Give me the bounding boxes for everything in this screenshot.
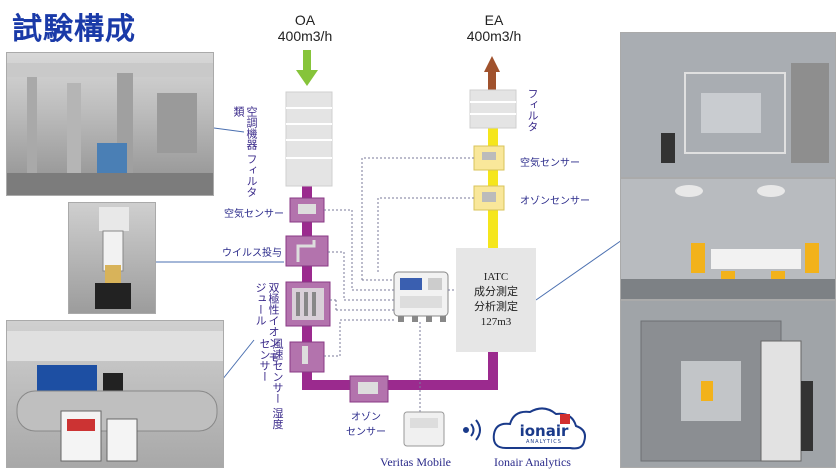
iatc-chamber: IATC 成分測定 分析測定 127m3 xyxy=(456,248,536,352)
ea-arrow xyxy=(484,56,500,90)
ionair-caption: Ionair Analytics xyxy=(494,455,571,469)
ea-air-sensor xyxy=(473,145,505,171)
chamber-interior-illustration xyxy=(621,33,835,177)
iatc-line1: IATC xyxy=(483,271,509,283)
oa-flow: 400m3/h xyxy=(277,28,333,44)
ionair-logo: ionair ANALYTICS xyxy=(508,422,580,446)
oa-name: OA xyxy=(294,12,316,28)
bottom-ozone-label-2: センサー xyxy=(346,427,386,438)
ion-module-label: 双極性イオン モジュール xyxy=(254,282,280,363)
iatc-line2: 成分測定 xyxy=(474,286,518,298)
ionair-logo-sub: ANALYTICS xyxy=(526,439,562,445)
meeting-room-illustration xyxy=(621,179,835,299)
ion-module xyxy=(285,281,331,327)
bottom-ozone-label: オゾン センサー xyxy=(346,408,386,438)
ea-filter-block xyxy=(469,89,517,129)
bottom-ozone-label-1: オゾン xyxy=(351,412,381,423)
left-air-sensor xyxy=(289,197,325,223)
veritas-caption: Veritas Mobile xyxy=(380,455,451,469)
oa-arrow xyxy=(296,50,318,86)
photo-chamber-exterior xyxy=(620,300,836,468)
virus-label: ウイルス投与 xyxy=(222,248,282,259)
ea-ozone-label: オゾンセンサー xyxy=(520,196,590,207)
ea-filter-label: フィルタ xyxy=(526,88,539,132)
ea-ozone-sensor xyxy=(473,185,505,211)
ionair-logo-cloud xyxy=(492,407,586,450)
ionair-logo-name: ionair xyxy=(519,422,569,440)
ahu-room-illustration xyxy=(7,63,213,195)
photo-virus-nebulizer xyxy=(68,202,156,314)
ea-name: EA xyxy=(484,12,504,28)
wireless-icon xyxy=(463,419,481,441)
iatc-line3: 分析測定 xyxy=(474,301,518,313)
photo-meeting-room xyxy=(620,178,836,300)
ion-module-illustration xyxy=(7,331,223,462)
virus-injection xyxy=(285,235,329,267)
ea-flow: 400m3/h xyxy=(466,28,522,44)
ahu-block xyxy=(285,91,333,187)
photo-ion-module xyxy=(6,320,224,468)
veritas-controller xyxy=(393,271,449,322)
speed-sensor-label: 風速センサー 湿度センサー xyxy=(258,338,284,430)
oa-label: OA 400m3/h xyxy=(270,12,340,44)
ahu-label: 空調機器 フィルタ類 xyxy=(232,106,258,198)
photo-ahu-room xyxy=(6,52,214,196)
speed-humidity-sensor xyxy=(289,341,325,373)
veritas-mobile-device xyxy=(403,411,445,447)
photo-chamber-interior xyxy=(620,32,836,178)
chamber-exterior-illustration xyxy=(621,301,835,467)
photo-pointers xyxy=(154,127,623,381)
signal-lines xyxy=(324,157,474,412)
iatc-line4: 127m3 xyxy=(480,316,512,328)
ea-label: EA 400m3/h xyxy=(456,12,532,44)
bottom-ozone-sensor xyxy=(349,375,389,403)
nebulizer-illustration xyxy=(95,207,131,309)
ea-air-sensor-label: 空気センサー xyxy=(520,158,580,169)
page-title: 試験構成 xyxy=(12,12,136,47)
left-air-sensor-label: 空気センサー xyxy=(224,209,284,220)
